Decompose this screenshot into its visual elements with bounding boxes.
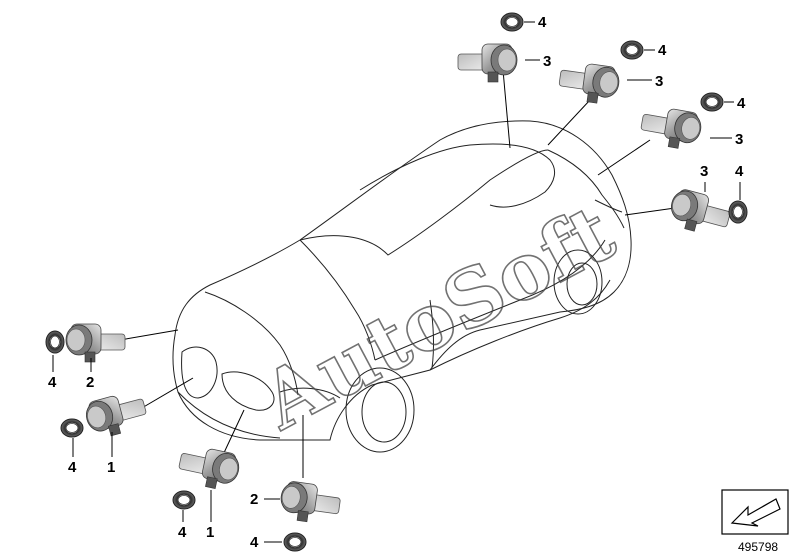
sensor-front-1-left <box>82 388 151 442</box>
callout-2: 2 <box>86 374 94 391</box>
ring-gasket-3 <box>700 92 724 112</box>
callout-4: 4 <box>68 459 77 476</box>
sensor-front-2-left <box>65 323 126 363</box>
callout-4: 4 <box>737 95 746 112</box>
callout-3: 3 <box>735 131 743 148</box>
sensor-rear-4 <box>665 186 734 240</box>
callout-3: 3 <box>700 163 708 180</box>
ring-gasket-1 <box>500 12 524 32</box>
watermark-autosoft: AutoSoft <box>247 187 629 448</box>
sensor-front-1-center <box>175 442 243 493</box>
ring-gasket-2 <box>620 40 644 60</box>
ring-gasket-4 <box>728 200 748 224</box>
ring-gasket-5 <box>45 330 65 354</box>
car-outline <box>172 120 632 453</box>
callout-1: 1 <box>107 459 115 476</box>
ring-gasket-7 <box>172 490 196 510</box>
diagram-reference-number: 495798 <box>738 540 779 554</box>
orientation-arrow-icon <box>721 489 789 535</box>
sensor-rear-2 <box>556 59 622 107</box>
callouts: 4 3 4 3 4 3 3 4 4 2 4 1 4 1 2 4 <box>48 14 746 551</box>
callout-2: 2 <box>250 491 258 508</box>
ring-gasket-6 <box>60 418 84 438</box>
callout-4: 4 <box>538 14 547 31</box>
callout-3: 3 <box>543 53 551 70</box>
callout-4: 4 <box>48 374 57 391</box>
sensor-rear-3 <box>638 103 704 153</box>
callout-4: 4 <box>658 42 667 59</box>
callout-4: 4 <box>250 534 259 551</box>
ring-gasket-8 <box>283 532 307 552</box>
callout-3: 3 <box>655 73 663 90</box>
callout-4: 4 <box>178 524 187 541</box>
sensor-rear-1 <box>457 43 518 83</box>
callout-1: 1 <box>206 524 214 541</box>
callout-4: 4 <box>735 163 744 180</box>
sensor-front-2-center <box>277 479 343 527</box>
